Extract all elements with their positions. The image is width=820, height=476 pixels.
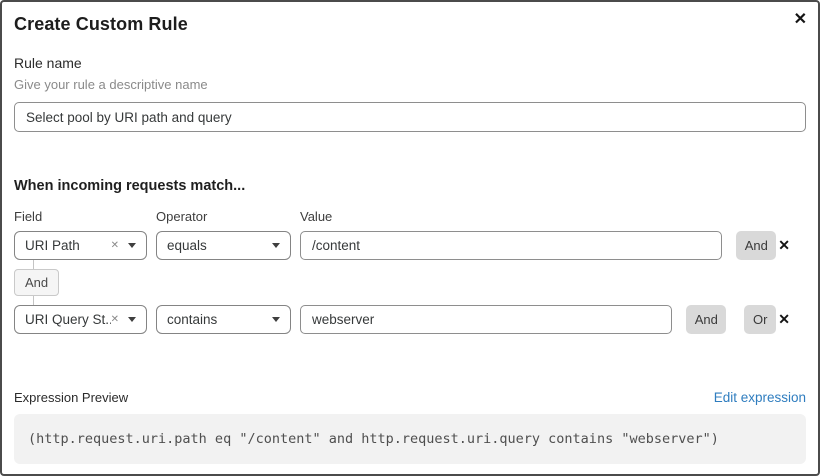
field-column-label: Field [14,209,43,224]
value-input[interactable] [300,305,673,334]
field-dropdown-value: URI Query St... [25,312,111,327]
joiner-chip[interactable]: And [14,269,60,296]
dialog-title: Create Custom Rule [14,14,188,34]
operator-dropdown-value: equals [167,238,207,253]
add-and-condition-button[interactable]: And [686,305,727,334]
joiner-group: And [14,260,806,305]
chevron-down-icon [128,317,136,322]
field-dropdown[interactable]: URI Path ✕ [14,231,147,260]
rule-name-label: Rule name [14,55,82,71]
add-or-condition-button[interactable]: Or [744,305,777,334]
field-dropdown[interactable]: URI Query St... ✕ [14,305,147,334]
remove-row-icon[interactable]: ✕ [778,237,790,253]
field-dropdown-value: URI Path [25,238,80,253]
operator-column-label: Operator [156,209,208,224]
clear-field-icon[interactable]: ✕ [110,313,119,325]
edit-expression-link[interactable]: Edit expression [713,390,806,405]
expression-code-block: (http.request.uri.path eq "/content" and… [14,414,806,464]
connector-line [33,260,34,269]
rule-name-input[interactable] [14,102,806,132]
close-icon[interactable]: ✕ [792,7,809,33]
match-heading: When incoming requests match... [14,178,246,194]
connector-line [33,296,34,305]
rule-name-helper: Give your rule a descriptive name [14,77,208,92]
clear-field-icon[interactable]: ✕ [110,239,119,251]
match-row: URI Query St... ✕ contains And Or ✕ [14,305,806,334]
operator-dropdown-value: contains [167,312,218,327]
expression-preview-header: Expression Preview Edit expression [14,390,806,406]
match-row: URI Path ✕ equals And ✕ [14,231,806,260]
operator-dropdown[interactable]: equals [156,231,291,260]
match-column-labels: Field Operator Value [14,209,806,225]
chevron-down-icon [272,243,280,248]
chevron-down-icon [128,243,136,248]
operator-dropdown[interactable]: contains [156,305,291,334]
remove-row-icon[interactable]: ✕ [778,311,790,327]
expression-preview-label: Expression Preview [14,390,129,405]
chevron-down-icon [272,317,280,322]
add-and-condition-button[interactable]: And [736,231,777,260]
value-column-label: Value [300,209,333,224]
value-input[interactable] [300,231,723,260]
